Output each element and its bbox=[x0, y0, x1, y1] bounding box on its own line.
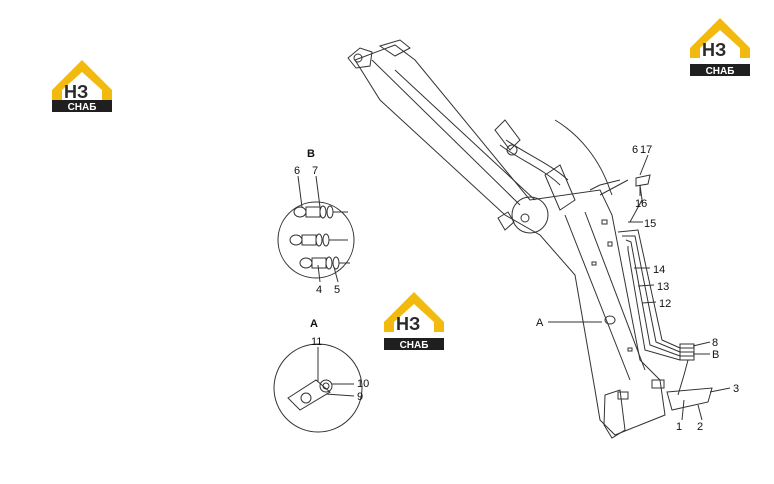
manifold-fittings bbox=[679, 343, 695, 361]
view-a-plate bbox=[287, 379, 331, 411]
mid-bracket bbox=[494, 119, 521, 151]
boom-foot bbox=[603, 389, 626, 439]
plate-3 bbox=[666, 387, 713, 411]
boom-outline bbox=[354, 44, 666, 436]
callout-4: 4 bbox=[316, 284, 322, 296]
pipe-13 bbox=[622, 235, 681, 353]
callout-12: 12 bbox=[659, 298, 671, 310]
clip-17 bbox=[635, 174, 651, 187]
logo-plate bbox=[690, 64, 750, 76]
roof-icon bbox=[52, 60, 112, 100]
hose-upper bbox=[554, 119, 613, 196]
callout-15: 15 bbox=[644, 218, 656, 230]
view-a-circle bbox=[273, 343, 363, 433]
logo-mark: НЗ bbox=[396, 314, 420, 334]
logo-plate bbox=[52, 100, 112, 112]
fitting-row-1 bbox=[293, 205, 348, 219]
callout-a: A bbox=[536, 317, 544, 329]
callout-16: 16 bbox=[635, 198, 647, 210]
pin-end bbox=[497, 211, 515, 231]
callout-6: 6 bbox=[294, 165, 300, 177]
roof-icon bbox=[384, 292, 444, 332]
roof-icon bbox=[690, 18, 750, 58]
view-a-bolt-2 bbox=[319, 379, 333, 393]
logo-word: СНАБ bbox=[68, 102, 97, 113]
callout-2: 2 bbox=[697, 421, 703, 433]
view-a-title: A bbox=[310, 318, 318, 330]
hose-lines bbox=[499, 119, 731, 421]
pipe-12 bbox=[625, 239, 681, 357]
callout-17: 17 bbox=[640, 144, 652, 156]
detail-view-b: B 6 7 4 5 bbox=[277, 148, 355, 296]
callout-5: 5 bbox=[334, 284, 340, 296]
boom-nose bbox=[347, 47, 373, 69]
callout-11: 11 bbox=[311, 336, 322, 348]
callout-6: 6 bbox=[632, 144, 638, 156]
callout-3: 3 bbox=[733, 383, 739, 395]
callout-9: 9 bbox=[357, 391, 363, 403]
callout-1: 1 bbox=[676, 421, 682, 433]
callout-7: 7 bbox=[312, 165, 318, 177]
main-callouts: 6 17 16 15 14 13 12 A 8 B 3 1 2 bbox=[536, 144, 739, 433]
logo-plate bbox=[384, 338, 444, 350]
fitting-row-2 bbox=[289, 233, 348, 247]
pipe-14 bbox=[617, 229, 681, 349]
logo-mark: НЗ bbox=[64, 82, 88, 102]
callout-10: 10 bbox=[357, 378, 369, 390]
logo-center: НЗ СНАБ bbox=[384, 292, 444, 351]
callout-13: 13 bbox=[657, 281, 669, 293]
view-a-bolt-1 bbox=[300, 392, 312, 404]
logo-word: СНАБ bbox=[400, 340, 429, 351]
fitting-row-3 bbox=[299, 256, 350, 270]
callout-14: 14 bbox=[653, 264, 665, 276]
pivot-plate bbox=[511, 196, 549, 234]
callout-b: B bbox=[712, 349, 719, 361]
logo-mark: НЗ bbox=[702, 40, 726, 60]
logo-top-right: НЗ СНАБ bbox=[690, 18, 750, 77]
view-b-circle bbox=[277, 201, 355, 279]
logo-top-left: НЗ СНАБ bbox=[52, 60, 112, 113]
boom-assembly bbox=[347, 39, 666, 439]
logo-word: СНАБ bbox=[706, 66, 735, 77]
callout-8: 8 bbox=[712, 337, 718, 349]
access-hole bbox=[604, 315, 616, 325]
detail-view-a: A 11 10 9 bbox=[273, 318, 369, 433]
view-b-title: B bbox=[307, 148, 315, 160]
